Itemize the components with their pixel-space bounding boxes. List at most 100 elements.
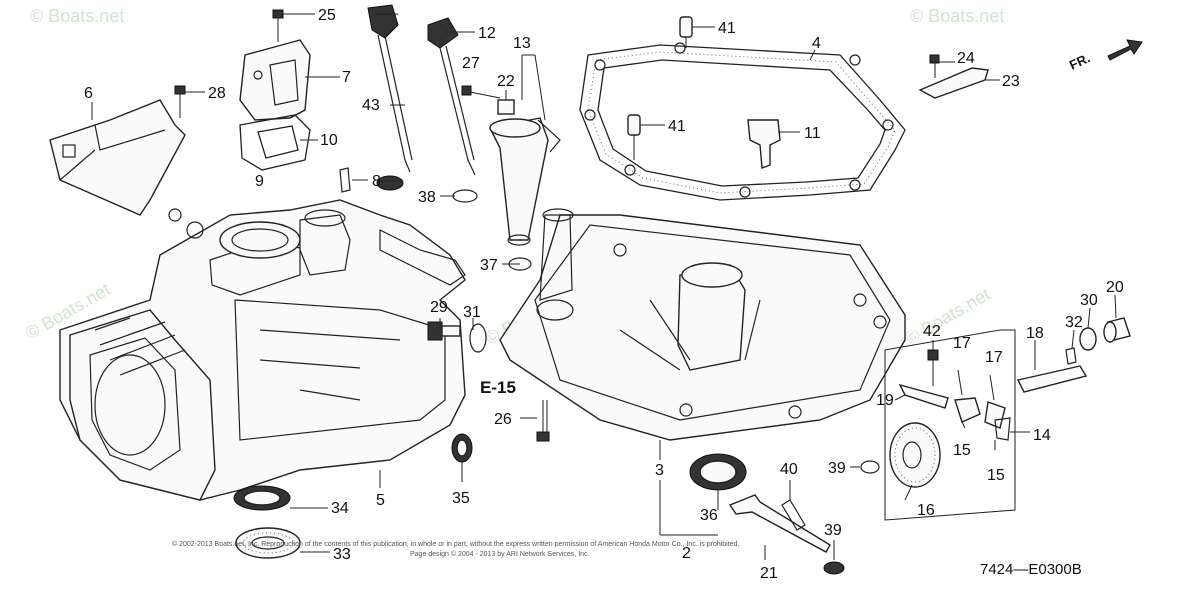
callout-43: 43 [362,97,380,114]
oil-filler-tube[interactable] [488,117,561,246]
copyright-line-2: Page design © 2004 - 2013 by ARI Network… [410,550,590,558]
washer-31[interactable] [469,323,487,353]
callout-40: 40 [780,461,798,478]
callout-41-mid: 41 [668,118,686,135]
shaft-18[interactable] [1016,365,1088,393]
holder-14[interactable] [994,417,1011,441]
callout-5: 5 [376,492,385,509]
callout-21: 21 [760,565,778,582]
callout-37: 37 [480,257,498,274]
callout-17-right: 17 [985,349,1003,366]
copyright-line-1: © 2002-2013 Boats.net, Inc. Reproduction… [172,540,739,548]
breather-cover[interactable] [239,39,311,121]
callout-11: 11 [804,125,821,142]
bolt-28[interactable] [174,85,186,118]
bolt-26[interactable] [536,400,550,442]
callout-17-left: 17 [953,335,971,352]
bracket[interactable] [49,99,186,216]
callout-35: 35 [452,490,470,507]
callout-26: 26 [494,411,512,428]
clip-8[interactable] [339,167,351,193]
washer-39-right[interactable] [860,460,880,474]
pin-17-right[interactable] [989,374,995,401]
callout-30: 30 [1080,292,1098,309]
callout-38: 38 [418,189,436,206]
drain-bolt-29[interactable] [427,321,461,341]
bolt-24[interactable] [929,54,940,78]
callout-7: 7 [342,69,351,86]
bearing-33[interactable] [235,527,301,559]
callout-34: 34 [331,500,349,517]
callout-25: 25 [318,7,336,24]
bolt-42[interactable] [927,349,939,386]
governor-shaft-21[interactable] [728,494,831,553]
weight-15-right[interactable] [984,401,1006,429]
callout-41-top: 41 [718,20,736,37]
callout-32: 32 [1065,314,1083,331]
plate-19[interactable] [898,383,949,409]
leader-lines [91,13,1117,560]
callout-3: 3 [655,462,664,479]
crankcase-cover[interactable] [499,208,906,441]
callout-12: 12 [478,25,496,42]
governor-group-outline [884,329,1016,521]
oil-seal-34[interactable] [233,485,291,511]
callout-36: 36 [700,507,718,524]
callout-22: 22 [497,73,515,90]
callout-9: 9 [255,173,264,190]
pin-40[interactable] [781,499,806,531]
callout-15-left: 15 [953,442,971,459]
collar-20[interactable] [1103,317,1131,343]
callout-19: 19 [876,392,894,409]
pin-17-left[interactable] [957,369,963,396]
callout-28: 28 [208,85,226,102]
clip-32[interactable] [1065,347,1077,365]
weight-15-left[interactable] [954,397,981,423]
callout-31: 31 [463,304,481,321]
callout-6: 6 [84,85,93,102]
cylinder-block[interactable] [59,199,466,501]
watermark-top-right: © Boats.net [910,6,1004,26]
diagram-code: 7424—E0300B [980,561,1082,578]
callout-4: 4 [812,35,821,52]
callout-14: 14 [1033,427,1051,444]
fr-direction-indicator: FR. [1067,39,1143,73]
oil-seal-36[interactable] [689,453,747,491]
o-ring-38[interactable] [452,189,478,203]
breather-gasket[interactable] [239,114,311,171]
governor-assembly-16[interactable] [889,422,941,488]
callout-8: 8 [372,173,381,190]
callout-24: 24 [957,50,975,67]
callouts: 2 3 4 5 6 7 8 9 10 11 12 13 14 15 15 16 … [84,7,1124,582]
callout-18: 18 [1026,325,1044,342]
fr-arrow-icon [1107,39,1143,61]
callout-39-right: 39 [828,460,846,477]
washer-39-bottom[interactable] [823,561,845,575]
fr-label: FR. [1067,50,1092,72]
plug-9[interactable] [376,175,404,191]
dowel-pin-41-mid[interactable] [627,114,641,160]
dipstick-43[interactable] [367,4,413,173]
oil-filler-cap-12[interactable] [427,17,476,176]
plate-23[interactable] [918,67,989,99]
callout-13: 13 [513,35,531,52]
reference-e15: E-15 [480,378,516,397]
bolt-25[interactable] [272,9,284,42]
bearing-35[interactable] [451,433,473,463]
collar-22[interactable] [497,99,515,115]
callout-16: 16 [917,502,935,519]
callout-42: 42 [923,323,941,340]
crankcase-cover-gasket[interactable] [579,42,906,201]
callout-23: 23 [1002,73,1020,90]
washer-30[interactable] [1079,327,1097,351]
callout-29: 29 [430,299,448,316]
governor-arm-11[interactable] [747,119,781,169]
callout-39-bottom: 39 [824,522,842,539]
callout-10: 10 [320,132,338,149]
watermark-top-left: © Boats.net [30,6,124,26]
bolt-27[interactable] [461,85,501,99]
callout-20: 20 [1106,279,1124,296]
callout-27: 27 [462,55,480,72]
